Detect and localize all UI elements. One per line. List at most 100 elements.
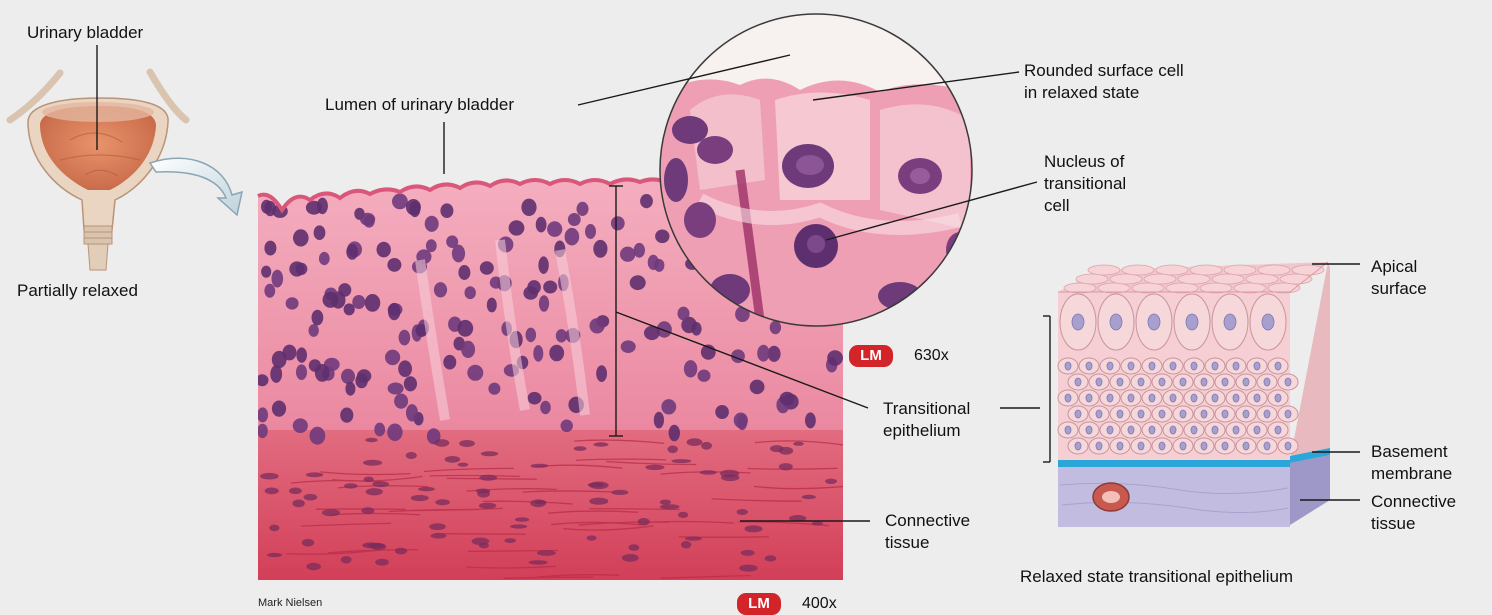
micrograph-nucleus: [362, 542, 379, 548]
epithelial-nucleus: [1107, 362, 1113, 370]
micrograph-nucleus: [745, 525, 763, 532]
micrograph-nucleus: [395, 548, 407, 555]
micrograph-nucleus: [366, 488, 383, 495]
micrograph-nucleus: [629, 544, 640, 551]
micrograph-nucleus: [394, 394, 408, 409]
micrograph-nucleus: [654, 412, 664, 429]
label-connective-tissue-3d-line2: tissue: [1371, 513, 1456, 535]
micrograph-nucleus: [779, 463, 793, 470]
micrograph-nucleus: [467, 365, 483, 381]
micrograph-nucleus: [757, 345, 769, 362]
micrograph-nucleus: [385, 350, 400, 366]
micrograph-nucleus: [411, 495, 429, 501]
apical-cell-dome: [1246, 274, 1278, 284]
micrograph-nucleus: [310, 427, 326, 445]
micrograph-nucleus: [264, 284, 275, 298]
micrograph-nucleus: [780, 392, 795, 406]
micrograph-nucleus: [340, 408, 353, 423]
micrograph-nucleus: [312, 310, 324, 326]
apical-cell-dome: [1178, 274, 1210, 284]
micrograph-nucleus: [739, 565, 757, 572]
micrograph-nucleus: [634, 243, 645, 258]
micrograph-nucleus: [698, 370, 711, 382]
epithelial-nucleus: [1180, 378, 1186, 386]
epithelial-nucleus: [1148, 314, 1160, 330]
epithelial-nucleus: [1222, 442, 1228, 450]
label-nucleus: Nucleus of transitional cell: [1044, 151, 1126, 217]
epithelial-nucleus: [1107, 394, 1113, 402]
apical-cell-dome: [1088, 265, 1120, 275]
epithelial-nucleus: [1149, 362, 1155, 370]
micrograph-nucleus: [715, 405, 729, 419]
micrograph-nucleus: [269, 525, 279, 532]
micrograph-nucleus: [701, 442, 712, 450]
micrograph-nucleus: [431, 533, 447, 539]
micrograph-nucleus: [770, 321, 781, 334]
apical-cell-dome: [1110, 274, 1142, 284]
micrograph-nucleus: [734, 413, 748, 429]
micrograph-nucleus: [596, 365, 607, 382]
epithelial-nucleus: [1243, 378, 1249, 386]
micrograph-nucleus: [479, 503, 496, 509]
micrograph-nucleus: [589, 498, 608, 505]
label-urinary-bladder: Urinary bladder: [27, 22, 143, 44]
micrograph-nucleus: [510, 524, 527, 528]
apical-cell-dome: [1076, 274, 1108, 284]
epithelial-nucleus: [1186, 314, 1198, 330]
apical-cell-dome: [1224, 265, 1256, 275]
epithelial-nucleus: [1243, 410, 1249, 418]
micrograph-nucleus: [388, 303, 400, 320]
micrograph-nucleus: [425, 216, 439, 232]
epithelial-nucleus: [1075, 442, 1081, 450]
label-partially-relaxed: Partially relaxed: [17, 280, 138, 302]
micrograph-nucleus: [621, 340, 636, 353]
micrograph-nucleus: [481, 451, 498, 456]
epithelial-nucleus: [1170, 362, 1176, 370]
epithelial-nucleus: [1117, 442, 1123, 450]
epithelial-nucleus: [1138, 410, 1144, 418]
micrograph-nucleus: [306, 201, 322, 215]
micrograph-nucleus: [289, 261, 304, 276]
micrograph-nucleus: [434, 282, 447, 297]
micrograph-nucleus: [406, 452, 417, 459]
micrograph-nucleus: [261, 266, 271, 278]
micrograph-nucleus: [660, 504, 680, 509]
micrograph-nucleus: [611, 490, 628, 495]
micrograph-nucleus: [392, 194, 408, 210]
micrograph-nucleus: [306, 563, 321, 570]
epithelial-nucleus: [1096, 442, 1102, 450]
lm-badge-main: LM: [737, 593, 781, 615]
micrograph-nucleus: [611, 216, 625, 230]
micrograph-nucleus: [346, 244, 358, 260]
epithelial-nucleus: [1128, 426, 1134, 434]
micrograph-nucleus: [457, 320, 473, 337]
micrograph-nucleus: [528, 392, 542, 405]
epithelial-nucleus: [1191, 426, 1197, 434]
label-basement-membrane-line2: membrane: [1371, 463, 1452, 485]
micrograph-nucleus: [515, 517, 529, 521]
epithelial-nucleus: [1285, 442, 1291, 450]
micrograph-nucleus: [292, 500, 304, 508]
epithelial-nucleus: [1285, 410, 1291, 418]
micrograph-nucleus: [363, 460, 382, 466]
micrograph-nucleus: [296, 364, 307, 380]
micrograph-nucleus: [645, 465, 664, 470]
micrograph-nucleus: [315, 364, 330, 382]
epithelial-nucleus: [1233, 394, 1239, 402]
micrograph-nucleus: [374, 423, 385, 437]
micrograph-nucleus: [286, 297, 299, 309]
micrograph-nucleus: [585, 224, 596, 239]
micrograph-nucleus: [289, 488, 302, 495]
magnification-main: 400x: [802, 595, 837, 613]
epithelial-nucleus: [1149, 394, 1155, 402]
micrograph-nucleus: [341, 369, 355, 384]
epithelial-nucleus: [1254, 394, 1260, 402]
epithelial-nucleus: [1075, 378, 1081, 386]
micrograph-nucleus: [523, 286, 538, 300]
micrograph-nucleus: [593, 240, 607, 258]
micrograph-nucleus: [741, 550, 755, 556]
micrograph-nucleus: [549, 345, 564, 362]
micrograph-nucleus: [458, 265, 470, 280]
micrograph-nucleus: [655, 230, 669, 244]
apical-cell-dome: [1258, 265, 1290, 275]
